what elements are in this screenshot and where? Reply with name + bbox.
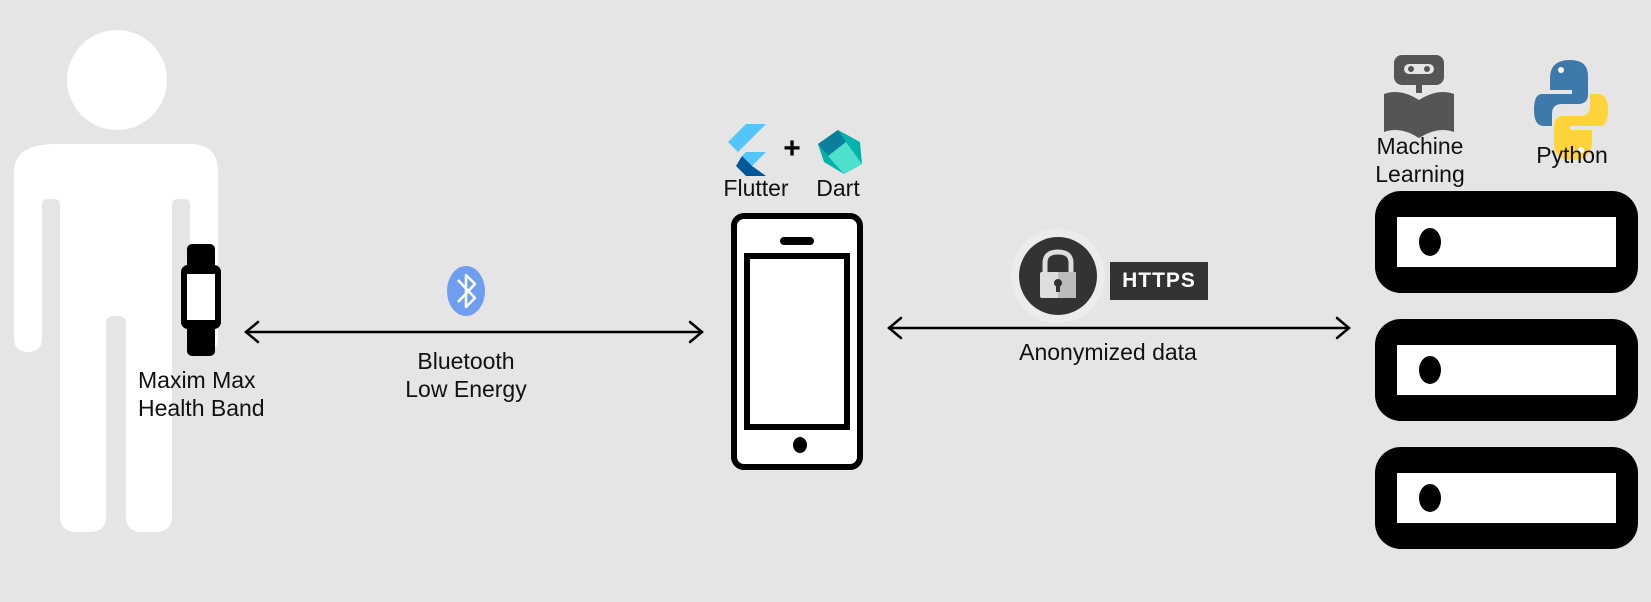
machine-learning-icon [1384, 55, 1454, 138]
bluetooth-icon [447, 266, 485, 316]
smartphone-icon [731, 213, 863, 470]
plus-sign: + [783, 132, 801, 165]
python-label: Python [1536, 142, 1608, 168]
person-silhouette-icon [14, 30, 218, 532]
dart-logo-icon [818, 130, 862, 174]
server-stack-icon [1375, 191, 1638, 549]
anonymized-data-label: Anonymized data [1019, 339, 1197, 365]
flutter-label: Flutter [723, 175, 789, 201]
health-band-icon [181, 244, 221, 356]
bluetooth-label: Bluetooth Low Energy [405, 348, 527, 402]
health-band-label: Maxim Max Health Band [138, 367, 265, 421]
lock-icon [1011, 229, 1105, 323]
python-logo-icon [1534, 60, 1608, 160]
https-arrow [887, 316, 1351, 340]
ble-arrow [244, 320, 704, 344]
flutter-logo-icon [728, 124, 766, 176]
https-badge: HTTPS [1110, 262, 1208, 300]
machine-learning-label: Machine Learning [1375, 133, 1465, 187]
dart-label: Dart [816, 175, 860, 201]
